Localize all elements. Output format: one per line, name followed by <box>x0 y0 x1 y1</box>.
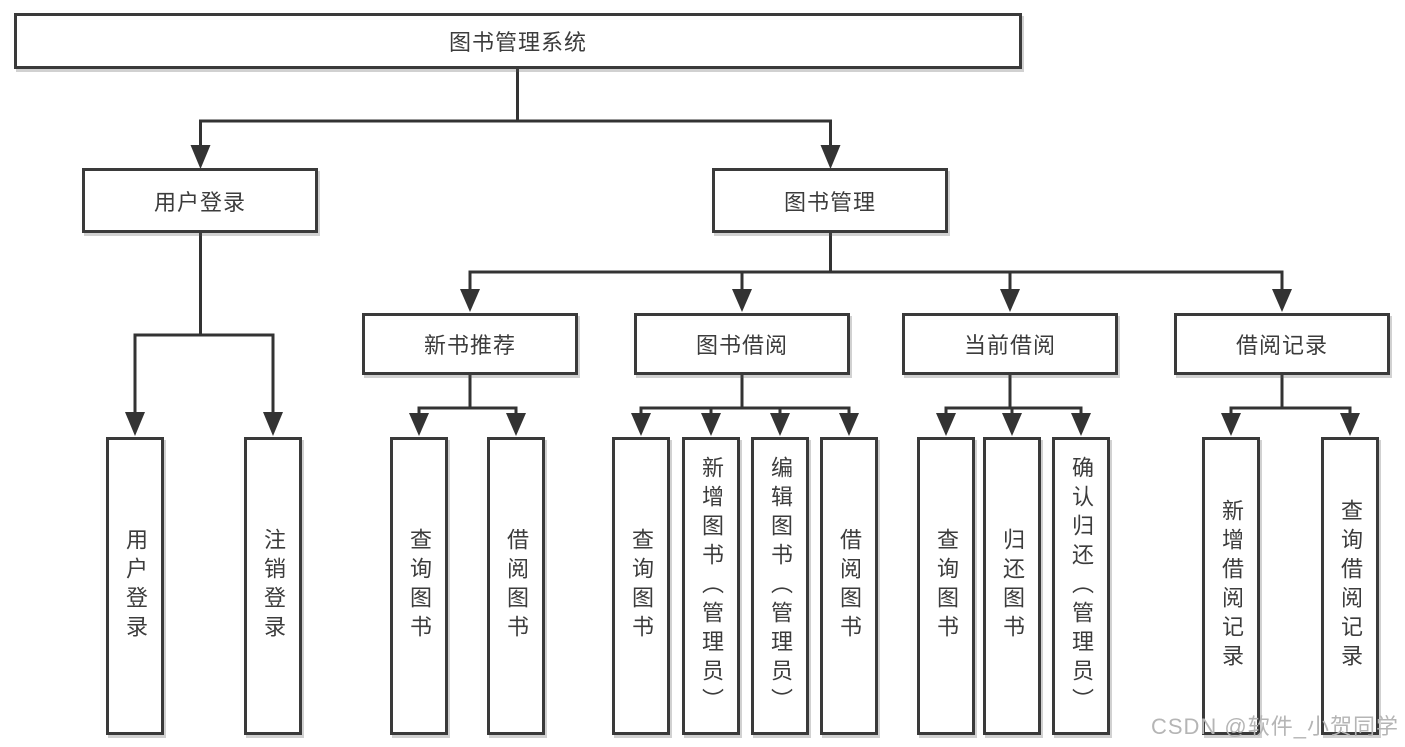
leaf-label: 归还图书 <box>1000 528 1025 644</box>
leaf-query-books-1: 查询图书 <box>390 437 448 735</box>
leaf-confirm-return-admin: 确认归还（管理员） <box>1052 437 1110 735</box>
leaf-label: 借阅图书 <box>837 528 862 644</box>
leaf-label: 确认归还（管理员） <box>1069 455 1094 717</box>
leaf-user-login: 用户登录 <box>106 437 164 735</box>
leaf-query-borrow-record: 查询借阅记录 <box>1321 437 1379 735</box>
node-book-borrow: 图书借阅 <box>634 313 850 375</box>
leaf-edit-book-admin: 编辑图书（管理员） <box>751 437 809 735</box>
node-label: 当前借阅 <box>963 333 1056 358</box>
leaf-add-book-admin: 新增图书（管理员） <box>682 437 740 735</box>
node-user-login: 用户登录 <box>82 168 318 233</box>
leaf-label: 用户登录 <box>123 528 148 644</box>
node-library-management-system: 图书管理系统 <box>14 13 1022 69</box>
leaf-label: 注销登录 <box>261 528 286 644</box>
node-book-management: 图书管理 <box>712 168 948 233</box>
leaf-add-borrow-record: 新增借阅记录 <box>1202 437 1260 735</box>
node-label: 图书借阅 <box>695 333 788 358</box>
leaf-label: 查询图书 <box>407 528 432 644</box>
leaf-label: 查询图书 <box>934 528 959 644</box>
leaf-borrow-books-2: 借阅图书 <box>820 437 878 735</box>
leaf-label: 借阅图书 <box>504 528 529 644</box>
leaf-logout: 注销登录 <box>244 437 302 735</box>
leaf-return-books: 归还图书 <box>983 437 1041 735</box>
node-current-borrow: 当前借阅 <box>902 313 1118 375</box>
leaf-query-books-3: 查询图书 <box>917 437 975 735</box>
node-borrow-records: 借阅记录 <box>1174 313 1390 375</box>
node-label: 图书管理系统 <box>448 30 587 55</box>
leaf-label: 新增图书（管理员） <box>699 455 724 717</box>
watermark-text: CSDN @软件_小贺同学 <box>1150 714 1399 739</box>
node-label: 借阅记录 <box>1235 333 1328 358</box>
node-label: 新书推荐 <box>423 333 516 358</box>
node-new-book-recommend: 新书推荐 <box>362 313 578 375</box>
leaf-borrow-books-1: 借阅图书 <box>487 437 545 735</box>
leaf-query-books-2: 查询图书 <box>612 437 670 735</box>
leaf-label: 查询借阅记录 <box>1338 499 1363 673</box>
leaf-label: 编辑图书（管理员） <box>768 455 793 717</box>
leaf-label: 查询图书 <box>629 528 654 644</box>
node-label: 用户登录 <box>153 189 246 215</box>
leaf-label: 新增借阅记录 <box>1219 499 1244 673</box>
node-label: 图书管理 <box>783 189 876 215</box>
